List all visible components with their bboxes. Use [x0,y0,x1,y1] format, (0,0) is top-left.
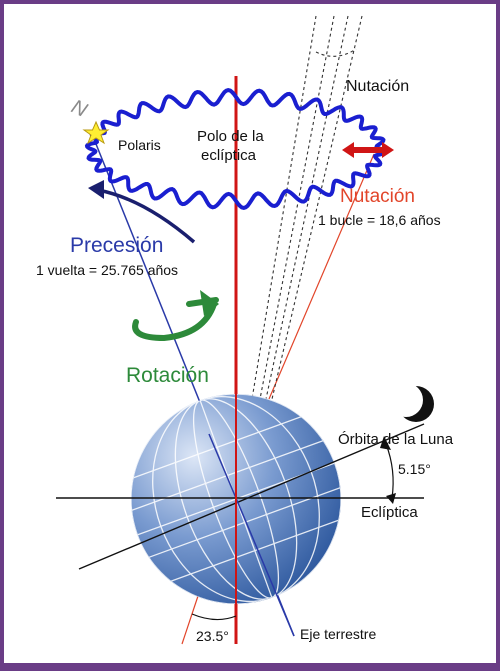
nutation-red-label: Nutación [340,186,415,207]
pole-n-label: N [68,96,91,122]
double-arrow-icon [342,142,394,158]
moon-angle-label: 5.15° [398,461,431,477]
ecliptic-pole-label-line1: Polo de la [197,128,264,145]
tilt-angle-arc [191,613,237,621]
loop-label: 1 bucle = 18,6 años [318,212,441,228]
precession-diagram: N Polaris Polo de la eclíptica Nutación … [36,15,454,645]
star-icon [82,120,110,145]
moon-orbit-label: Órbita de la Luna [338,431,454,448]
turn-label: 1 vuelta = 25.765 años [36,262,178,278]
moon-angle-arrowhead-2 [386,493,396,504]
nutation-extent-line [268,153,375,400]
earth-axis-front [208,433,295,637]
nutation-cone [251,15,363,400]
tilt-angle-label: 23.5° [196,628,229,644]
crescent-moon-icon [389,383,434,422]
nutation-top-label: Nutación [346,78,409,95]
precession-arrowhead [88,180,104,199]
rotation-arrowhead [200,290,219,316]
moon-angle-arrowhead [380,436,391,450]
ecliptic-pole-label-line2: eclíptica [201,147,257,164]
moon-angle-arc [385,443,394,499]
earth-axis-label: Eje terrestre [300,626,376,642]
polaris-label: Polaris [118,137,161,153]
nutation-ring [84,88,388,210]
ecliptic-label: Eclíptica [361,504,418,521]
moon-orbit-line [78,423,425,570]
precession-label: Precesión [70,234,163,257]
precession-arrow [97,188,196,244]
rotation-label: Rotación [126,364,209,387]
